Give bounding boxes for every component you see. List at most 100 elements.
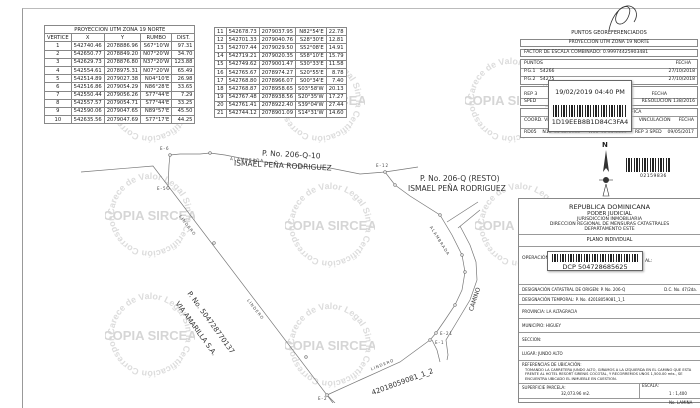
lugar: LUGAR: JUNDO ALTO — [519, 347, 700, 361]
stamp-date: 19/02/2019 04:40 PM — [555, 88, 625, 96]
republica: REPUBLICA DOMINICANA — [568, 203, 651, 211]
stamp-code: 1D19EEB8B1D84C3FA4 — [551, 118, 629, 126]
signature — [608, 5, 637, 31]
info-block: REPUBLICA DOMINICANA PODER JUDICIAL JURI… — [518, 198, 700, 405]
geo-header: FECHA — [678, 118, 694, 123]
puntos-title: PUNTOS GEOREFERENCIADOS — [520, 30, 698, 40]
dcp-barcode — [552, 254, 638, 262]
vertex-marker — [253, 159, 257, 163]
table-cell: 2078901.09 — [258, 108, 297, 119]
vertex-marker — [304, 355, 308, 359]
west-boundary — [80, 165, 334, 403]
referencias-label: REFERENCIAS DE UBICACIÓN: — [522, 362, 582, 367]
vertex-marker — [393, 183, 397, 187]
designacion-origen: DESIGNACIÓN CATASTRAL DE ORIGEN: P. No. … — [522, 287, 626, 292]
vertex-marker — [325, 393, 329, 397]
vertex-marker — [298, 164, 302, 168]
table-cell: 44.25 — [171, 115, 196, 125]
title-block: PUNTOS GEOREFERENCIADOS PROYECCION UTM Z… — [518, 5, 700, 405]
camino-edge-3 — [431, 339, 441, 363]
provincia: PROVINCIA: LA ALTAGRACIA — [519, 305, 700, 319]
pg1-label: P.G.1 — [524, 69, 536, 74]
vertex-label: E-5 — [157, 186, 167, 191]
dcp-code: DCP 504728685625 — [562, 263, 628, 271]
stamp-barcode — [553, 105, 627, 117]
puntos-header: PUNTOS — [524, 61, 543, 66]
fecha-header: FECHA — [675, 61, 691, 66]
vertex-marker — [438, 213, 442, 217]
pg2-date: 27/10/2018 — [668, 77, 695, 82]
camino-edge-2 — [445, 225, 478, 361]
geo-header: VINCULACION — [638, 118, 671, 123]
superficie-value: 32,073.96 m2. — [561, 391, 591, 397]
vertex-marker — [453, 303, 457, 307]
geo-cell: REP 3 SPED — [634, 130, 662, 135]
east-parcel-owner: ISMAEL PEÑA RODRIGUEZ — [408, 184, 506, 193]
table-cell: 14.60 — [325, 108, 347, 119]
geo-cell: 09/05/2017 — [667, 130, 694, 135]
east-boundary — [384, 171, 466, 341]
rep-label: REP 3 — [524, 92, 538, 97]
vertex-marker — [460, 253, 464, 257]
escala-value: 1 : 1,400 — [669, 391, 687, 397]
superficie-label: SUPERFICIE PARCELA: — [522, 385, 566, 391]
vertex-label: E-1 — [435, 340, 445, 345]
departamento: DEPARTAMENTO ESTE — [519, 227, 700, 235]
vertex-label: E-6 — [160, 146, 170, 151]
pg1-x: 54266 — [539, 69, 555, 74]
designacion-temporal: DESIGNACIÓN TEMPORAL: P. No. 42018059081… — [519, 295, 700, 305]
lindero-south — [326, 339, 431, 396]
resolucion: RESOLUCION 138/2016 — [641, 99, 695, 104]
vertex-label: E-2 — [318, 396, 328, 401]
north-arrow-icon — [599, 150, 613, 197]
plano-individual: PLANO INDIVIDUAL — [519, 235, 700, 247]
pg2-x: 54275 — [540, 77, 555, 82]
escala-label: ESCALA: — [639, 383, 659, 400]
sped-label: SPED — [524, 99, 537, 104]
e2-tail — [326, 394, 336, 403]
pg1-date: 27/10/2018 — [668, 69, 695, 74]
geo-cell: RD05 — [524, 130, 537, 135]
barcode-number: 02159836 — [640, 174, 667, 179]
vertex-marker — [463, 270, 467, 274]
geo-header: COORD. VINCULADA — [524, 118, 571, 123]
vertex-label: E-12 — [376, 163, 390, 168]
vertex-label: E-21 — [440, 331, 454, 336]
north-label: N — [602, 141, 608, 149]
geo-cell: W68°43'35.5509" — [588, 130, 629, 135]
fecha-label: FECHA — [651, 92, 667, 97]
table-cell: S77°17'E — [140, 115, 173, 125]
jurisdiccion: JURISDICCION INMOBILIARIA — [577, 217, 642, 222]
digital-stamp: 19/02/2019 04:40 PM 1D19EEB8B1D84C3FA4 — [548, 80, 632, 132]
geo-cell: N18°35'52.6938" — [542, 130, 583, 135]
barcode — [626, 158, 671, 172]
distrito-catastral: D.C. No. 47/2da. — [664, 287, 697, 292]
municipio: MUNICIPIO: HIGUEY — [519, 319, 700, 333]
camino-edge-1 — [457, 209, 481, 229]
referencias-text: TOMANDO LA CARRETERA JUNDO ALTO, GIRAMOS… — [519, 368, 700, 385]
factor-escala: FACTOR DE ESCALA COMBINADO: 0.9997442590… — [520, 49, 698, 57]
final-label: AL: — [645, 259, 653, 264]
vertex-marker — [208, 151, 212, 155]
poder-judicial: PODER JUDICIAL — [587, 211, 632, 217]
direccion: DIRECCION REGIONAL DE MENSURAS CATASTRAL… — [549, 222, 670, 227]
vertex-marker — [166, 186, 170, 190]
east-parcel-number: P. No. 206-Q (RESTO) — [420, 174, 500, 183]
vertex-marker — [383, 170, 387, 174]
vertex-marker — [428, 338, 432, 342]
vertex-marker — [212, 241, 216, 245]
proyeccion-label: PROYECCION UTM ZONA 19 NORTE — [520, 39, 698, 47]
table-cell: 2079047.69 — [103, 115, 142, 125]
document-frame — [22, 8, 700, 408]
